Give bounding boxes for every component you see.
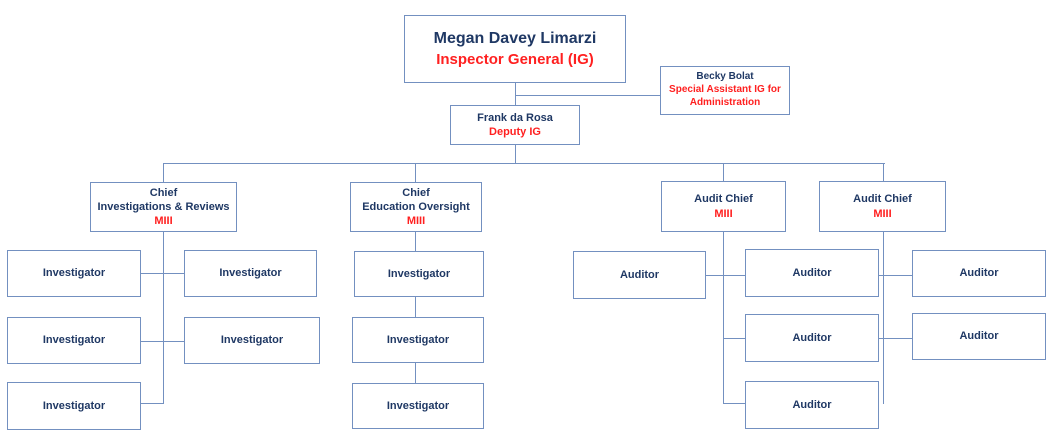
connector-trunk-audit-1: [723, 232, 724, 404]
node-investigator[interactable]: Investigator: [7, 250, 141, 297]
node-auditor[interactable]: Auditor: [912, 250, 1046, 297]
connector-main-bus: [163, 163, 885, 164]
auditor-label: Auditor: [959, 267, 999, 280]
node-inspector-general[interactable]: Megan Davey Limarzi Inspector General (I…: [404, 15, 626, 83]
connector-ig-to-deputy: [515, 83, 516, 113]
connector-trunk-investigations: [163, 232, 164, 404]
connector-rung-investigations-2: [140, 341, 184, 342]
connector-trunk-audit-2: [883, 232, 884, 404]
node-investigator[interactable]: Investigator: [184, 317, 320, 364]
special-assistant-role-line2: Administration: [689, 96, 761, 108]
node-chief-investigations[interactable]: Chief Investigations & Reviews MIII: [90, 182, 237, 232]
connector-drop-chief-education: [415, 163, 416, 182]
auditor-label: Auditor: [792, 266, 832, 279]
node-auditor[interactable]: Auditor: [745, 381, 879, 429]
node-investigator[interactable]: Investigator: [184, 250, 317, 297]
connector-rung-audit-mid-3: [723, 403, 750, 404]
connector-rung-audit-right-2: [866, 338, 916, 339]
chief-education-line2: Education Oversight: [362, 200, 470, 213]
auditor-label: Auditor: [792, 331, 832, 344]
chief-investigations-role: MIII: [154, 215, 173, 228]
connector-education-2-to-3: [415, 363, 416, 383]
auditor-label: Auditor: [792, 398, 832, 411]
auditor-label: Auditor: [619, 268, 660, 281]
connector-trunk-education: [415, 232, 416, 251]
special-assistant-name: Becky Bolat: [696, 71, 754, 83]
connector-deputy-to-bus: [515, 145, 516, 164]
investigator-label: Investigator: [42, 399, 106, 412]
connector-rung-audit-mid-2: [723, 338, 750, 339]
connector-drop-audit-chief-1: [723, 163, 724, 182]
deputy-ig-name: Frank da Rosa: [477, 111, 553, 124]
node-chief-education[interactable]: Chief Education Oversight MIII: [350, 182, 482, 232]
node-audit-chief-2[interactable]: Audit Chief MIII: [819, 181, 946, 232]
node-special-assistant[interactable]: Becky Bolat Special Assistant IG for Adm…: [660, 66, 790, 115]
node-auditor[interactable]: Auditor: [745, 314, 879, 362]
investigator-label: Investigator: [219, 267, 282, 280]
investigator-label: Investigator: [42, 334, 106, 347]
audit-chief-1-role: MIII: [714, 207, 733, 220]
connector-drop-audit-chief-2: [883, 163, 884, 182]
connector-drop-chief-investigations: [163, 163, 164, 182]
connector-education-1-to-2: [415, 297, 416, 317]
connector-rung-audit-far-left: [705, 275, 750, 276]
chief-education-role: MIII: [406, 215, 426, 228]
connector-rung-investigations-1: [140, 273, 184, 274]
ig-role: Inspector General (IG): [436, 50, 594, 68]
investigator-label: Investigator: [386, 333, 450, 346]
special-assistant-role-line1: Special Assistant IG for: [669, 84, 781, 96]
node-auditor[interactable]: Auditor: [912, 313, 1046, 360]
chief-investigations-line2: Investigations & Reviews: [97, 200, 230, 213]
node-investigator[interactable]: Investigator: [352, 383, 484, 429]
connector-ig-to-special-assistant: [515, 95, 660, 96]
auditor-label: Auditor: [959, 330, 999, 343]
connector-rung-audit-right-1: [866, 275, 916, 276]
audit-chief-1-name: Audit Chief: [694, 193, 753, 206]
node-auditor[interactable]: Auditor: [745, 249, 879, 297]
investigator-label: Investigator: [386, 399, 450, 412]
audit-chief-2-role: MIII: [873, 207, 892, 220]
node-auditor[interactable]: Auditor: [573, 251, 706, 299]
investigator-label: Investigator: [387, 267, 451, 280]
ig-name: Megan Davey Limarzi: [433, 30, 597, 48]
connector-rung-investigations-3: [140, 403, 164, 404]
node-investigator[interactable]: Investigator: [354, 251, 484, 297]
node-audit-chief-1[interactable]: Audit Chief MIII: [661, 181, 786, 232]
audit-chief-2-name: Audit Chief: [853, 193, 912, 206]
node-deputy-ig[interactable]: Frank da Rosa Deputy IG: [450, 105, 580, 145]
node-investigator[interactable]: Investigator: [352, 317, 484, 363]
deputy-ig-role: Deputy IG: [489, 126, 541, 138]
node-investigator[interactable]: Investigator: [7, 382, 141, 430]
chief-investigations-line1: Chief: [149, 186, 178, 199]
node-investigator[interactable]: Investigator: [7, 317, 141, 364]
chief-education-line1: Chief: [402, 186, 430, 199]
investigator-label: Investigator: [220, 334, 284, 347]
investigator-label: Investigator: [42, 267, 106, 280]
